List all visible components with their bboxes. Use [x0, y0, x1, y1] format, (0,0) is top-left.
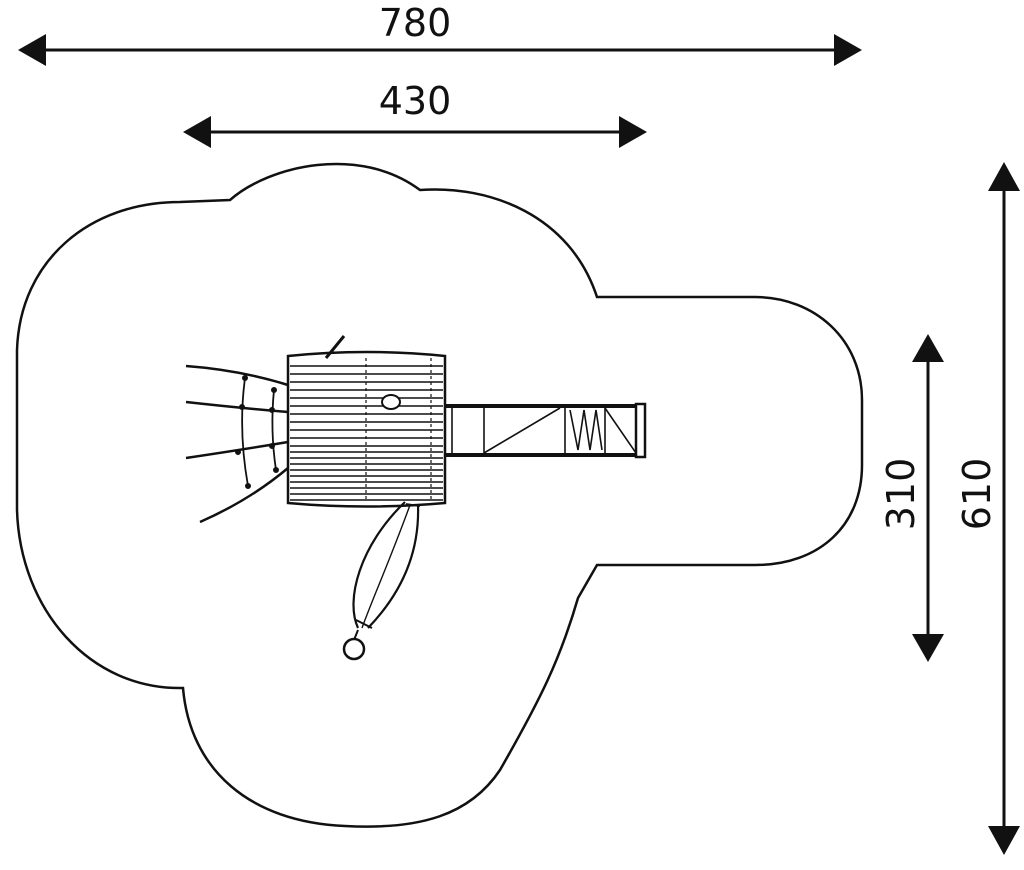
slide-end-icon [342, 637, 366, 661]
total-width-label: 780 [379, 1, 452, 45]
inner-width-label: 430 [379, 79, 452, 123]
arrow-down-icon [912, 634, 944, 662]
arrow-up-icon [988, 162, 1020, 191]
bridge [445, 402, 647, 459]
safety-zone-outline [15, 162, 864, 828]
pole-icon [381, 394, 401, 410]
dimension-total-width: 780 [18, 1, 862, 66]
total-height-label: 610 [955, 458, 999, 531]
arrow-right-icon [619, 116, 647, 148]
arrow-left-icon [18, 34, 46, 66]
slide [342, 501, 421, 661]
arrow-right-icon [834, 34, 862, 66]
tower-platform [286, 335, 447, 508]
inner-height-label: 310 [879, 458, 923, 531]
climbing-net [185, 364, 289, 524]
dimension-inner-height: 310 [879, 334, 944, 662]
dimension-total-height: 610 [955, 162, 1020, 855]
arrow-down-icon [988, 826, 1020, 855]
handrail [324, 335, 346, 359]
dimension-inner-width: 430 [183, 79, 647, 148]
arrow-up-icon [912, 334, 944, 362]
arrow-left-icon [183, 116, 211, 148]
